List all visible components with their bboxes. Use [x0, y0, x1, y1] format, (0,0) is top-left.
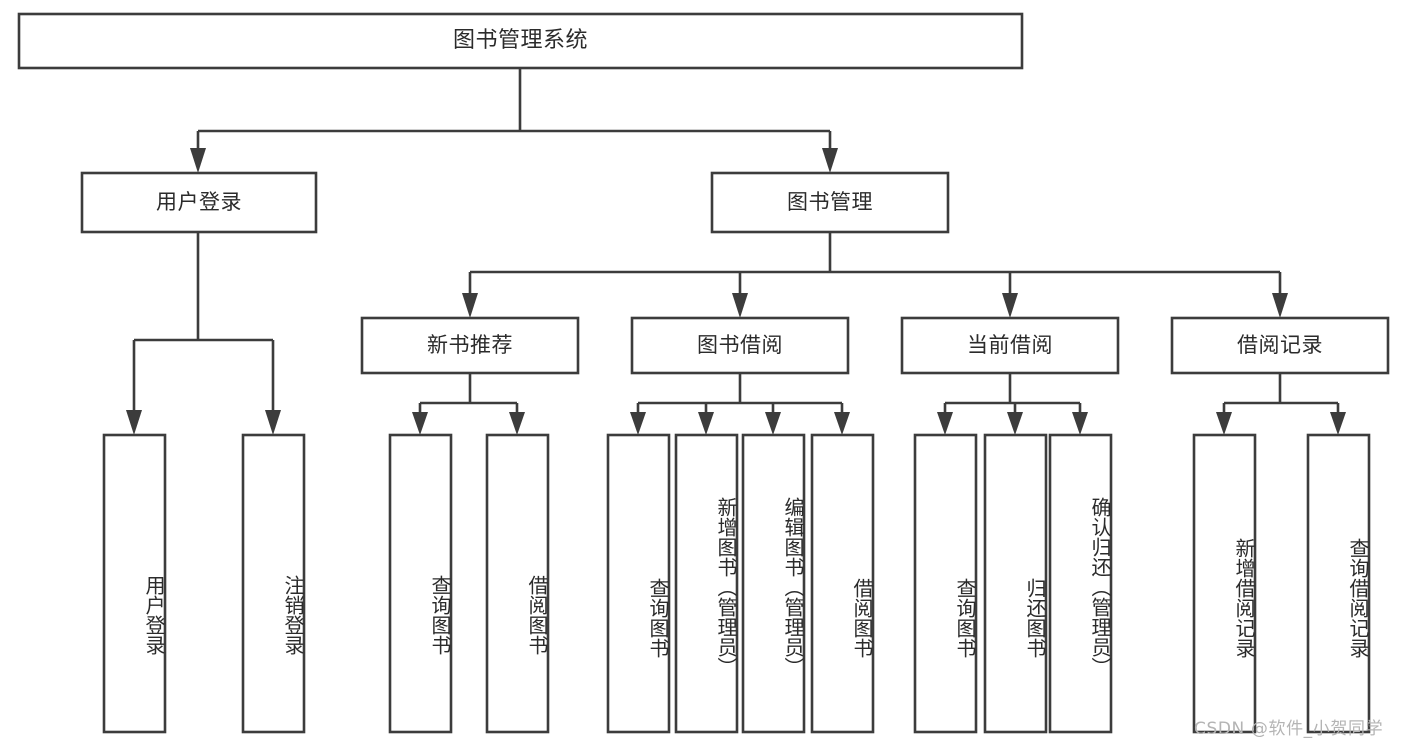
- arrow-borrow-record: [1272, 293, 1288, 318]
- leaf-box-new-book-2[interactable]: [485, 433, 550, 734]
- node-box-book-borrow[interactable]: [630, 316, 850, 375]
- leaf-box-user-login-1[interactable]: [102, 433, 167, 734]
- arrow-leaf-user-login-1: [126, 410, 142, 435]
- arrow-leaf-new-book-2: [509, 412, 525, 435]
- node-box-root[interactable]: [17, 12, 1024, 70]
- arrow-leaf-current-borrow-1: [937, 412, 953, 435]
- arrow-leaf-borrow-record-2: [1330, 412, 1346, 435]
- arrow-leaf-new-book-1: [412, 412, 428, 435]
- leaf-box-current-borrow-3[interactable]: [1048, 433, 1113, 734]
- arrow-book-mgmt: [822, 148, 838, 173]
- node-box-user-login[interactable]: [80, 171, 318, 234]
- leaf-box-book-borrow-2[interactable]: [674, 433, 739, 734]
- arrow-leaf-book-borrow-3: [765, 412, 781, 435]
- connector-group: [126, 68, 1346, 435]
- node-box-current-borrow[interactable]: [900, 316, 1120, 375]
- arrow-current-borrow: [1002, 293, 1018, 318]
- leaf-box-current-borrow-2[interactable]: [983, 433, 1048, 734]
- arrow-user-login: [190, 148, 206, 173]
- arrow-leaf-current-borrow-2: [1007, 412, 1023, 435]
- leaf-box-borrow-record-1[interactable]: [1192, 433, 1257, 734]
- node-box-book-management[interactable]: [710, 171, 950, 234]
- node-box-borrow-record[interactable]: [1170, 316, 1390, 375]
- arrow-leaf-user-login-2: [265, 410, 281, 435]
- node-box-new-book[interactable]: [360, 316, 580, 375]
- leaf-box-book-borrow-1[interactable]: [606, 433, 671, 734]
- arrow-leaf-book-borrow-2: [698, 412, 714, 435]
- leaf-box-book-borrow-4[interactable]: [810, 433, 875, 734]
- leaf-box-book-borrow-3[interactable]: [741, 433, 806, 734]
- arrow-new-book: [462, 293, 478, 318]
- leaf-box-new-book-1[interactable]: [388, 433, 453, 734]
- leaf-box-current-borrow-1[interactable]: [913, 433, 978, 734]
- arrow-leaf-book-borrow-1: [630, 412, 646, 435]
- leaf-box-user-login-2[interactable]: [241, 433, 306, 734]
- arrow-book-borrow: [732, 293, 748, 318]
- arrow-leaf-book-borrow-4: [834, 412, 850, 435]
- arrow-leaf-current-borrow-3: [1072, 412, 1088, 435]
- node-box-group: [17, 12, 1390, 734]
- arrow-leaf-borrow-record-1: [1216, 412, 1232, 435]
- leaf-box-borrow-record-2[interactable]: [1306, 433, 1371, 734]
